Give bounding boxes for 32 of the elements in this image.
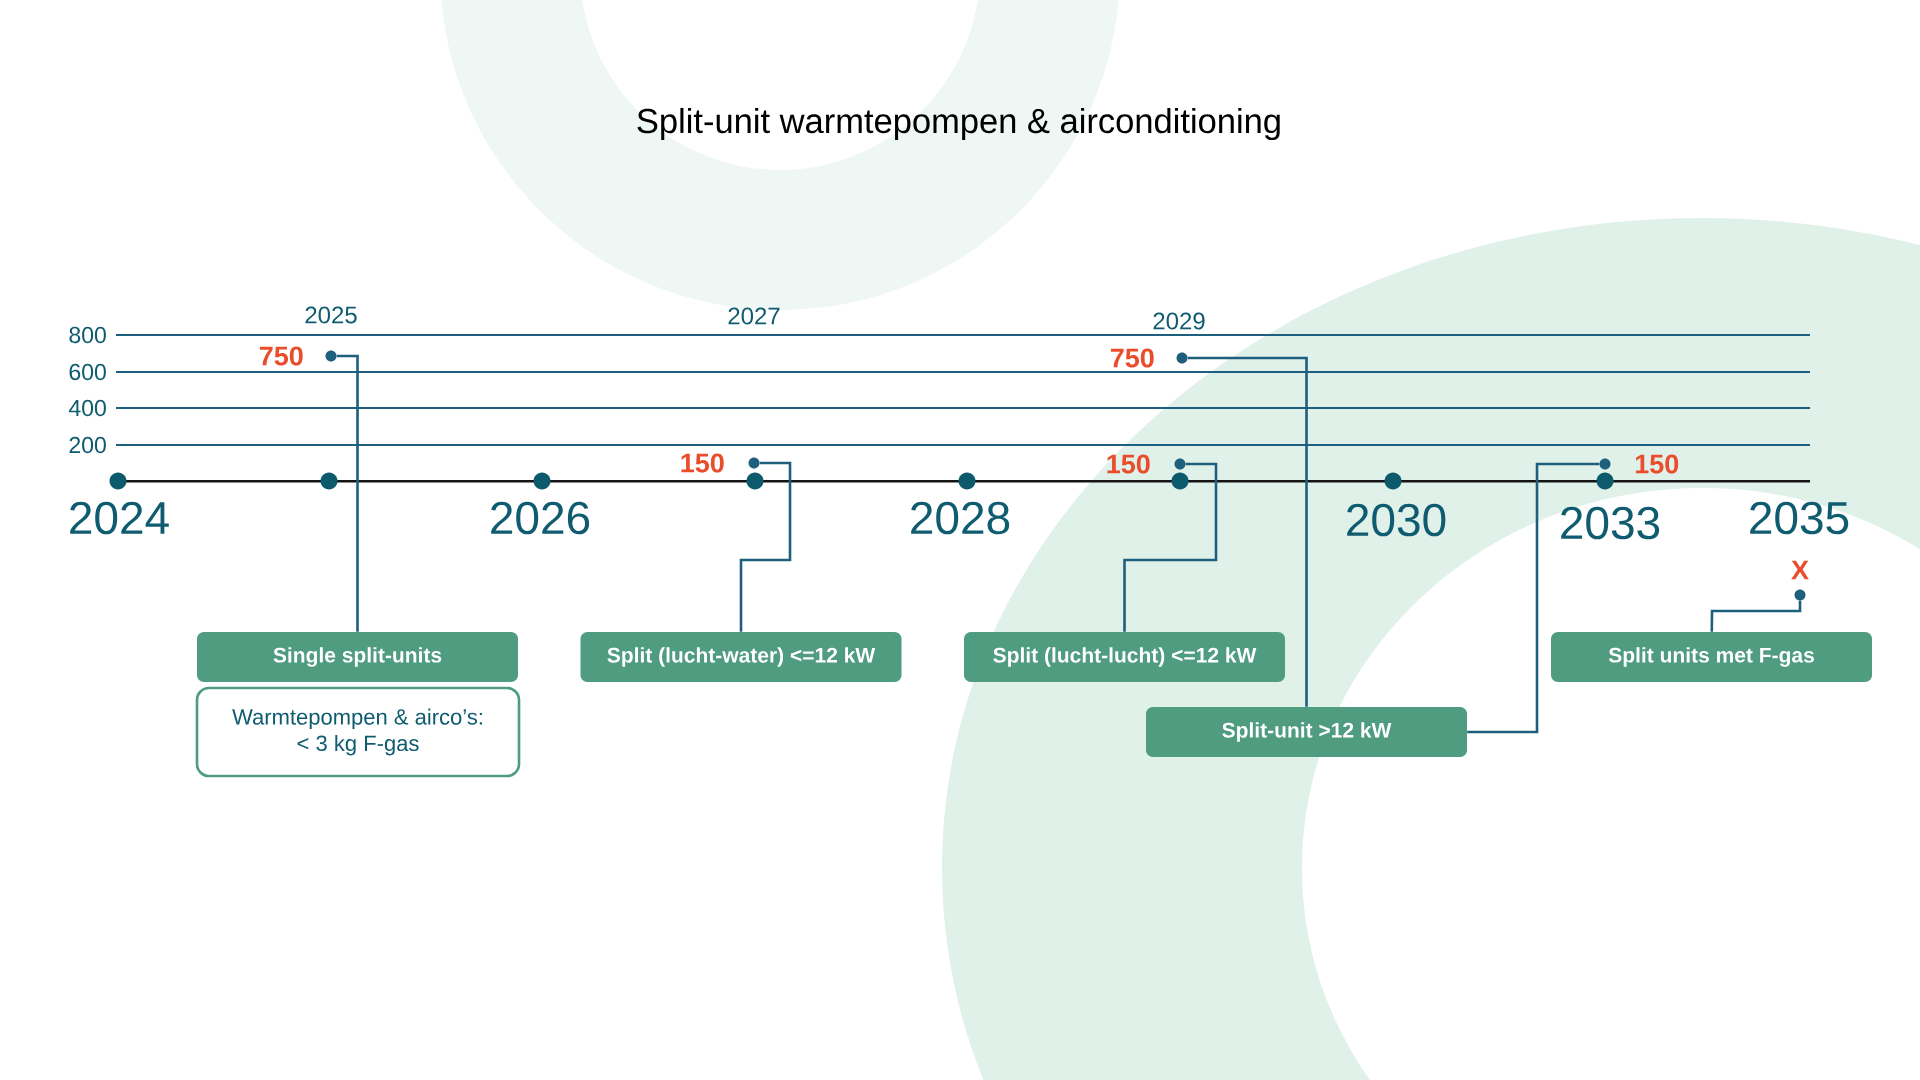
axis-tick-label: 800 (69, 326, 106, 344)
year-label: 2035 (1750, 501, 1849, 535)
year-label: 2024 (70, 501, 169, 535)
year-label: 2025 (305, 306, 357, 324)
year-label: 2027 (728, 307, 780, 325)
value-label: 150 (681, 453, 724, 473)
year-label: 2026 (491, 501, 590, 535)
leader-line (739, 461, 792, 632)
value-label: X (1791, 560, 1809, 580)
value-label: 150 (1107, 454, 1150, 474)
category-box: Split (lucht-water) <=12 kW (580, 632, 902, 682)
note-box: Warmtepompen & airco’s: < 3 kg F-gas (195, 686, 521, 778)
title: Split-unit warmtepompen & airconditioning (637, 107, 1280, 141)
leader-line (1123, 462, 1218, 632)
value-label: 150 (1635, 454, 1679, 474)
axis-tick-label: 200 (69, 436, 106, 454)
value-label: 750 (1110, 348, 1154, 368)
year-label: 2030 (1347, 503, 1446, 537)
leader-line (336, 354, 359, 632)
year-label: 2029 (1153, 312, 1205, 330)
category-box: Split-unit >12 kW (1146, 707, 1467, 757)
value-label: 750 (259, 346, 303, 366)
category-box: Split (lucht-lucht) <=12 kW (964, 632, 1285, 682)
category-box: Single split-units (197, 632, 518, 682)
category-box: Split units met F-gas (1551, 632, 1872, 682)
axis-tick-label: 400 (68, 399, 106, 417)
leader-line (1467, 462, 1600, 734)
leader-line (1710, 600, 1802, 632)
axis-tick-label: 600 (69, 363, 106, 381)
year-label: 2033 (1561, 506, 1660, 540)
leader-line (1187, 356, 1308, 707)
year-label: 2028 (911, 501, 1010, 535)
